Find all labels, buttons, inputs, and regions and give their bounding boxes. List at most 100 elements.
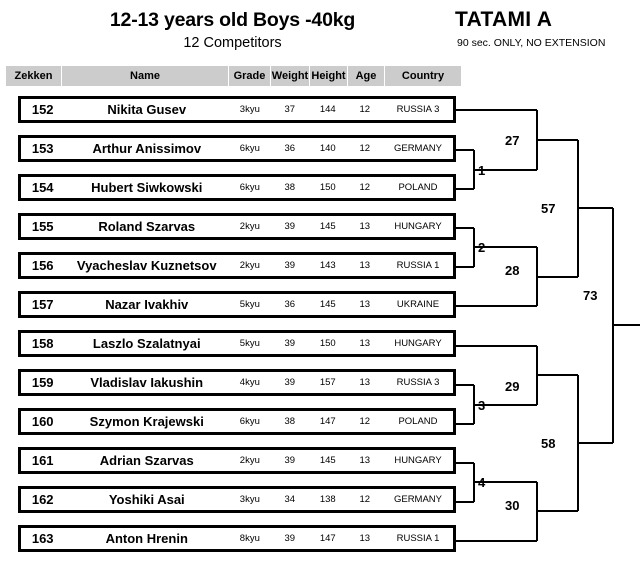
age-cell: 13 [359, 221, 371, 232]
zekken-cell: 154 [31, 180, 54, 195]
column-header-grade: Grade [229, 66, 271, 86]
weight-cell: 39 [284, 455, 296, 466]
grade-cell: 4kyu [239, 377, 260, 388]
age-cell: 12 [359, 494, 371, 505]
age-cell: 13 [359, 338, 371, 349]
weight-cell: 39 [284, 338, 296, 349]
grade-cell: 6kyu [239, 182, 260, 193]
grade-cell: 5kyu [239, 299, 260, 310]
column-header-country: Country [401, 70, 445, 82]
age-cell: 13 [359, 260, 371, 271]
bracket-match-1-label: 1 [478, 163, 486, 178]
column-header-weight: Weight [271, 66, 310, 86]
zekken-cell: 152 [31, 102, 54, 117]
age-cell: 12 [359, 182, 371, 193]
weight-cell: 37 [284, 104, 296, 115]
weight-cell: 34 [284, 494, 296, 505]
grade-cell: 6kyu [239, 143, 260, 154]
grade-cell: 3kyu [239, 104, 260, 115]
bracket-match-27-label: 27 [505, 133, 520, 148]
country-cell: RUSSIA 1 [396, 260, 440, 271]
table-row[interactable]: 163 Anton Hrenin 8kyu 39 147 13 RUSSIA 1 [18, 525, 456, 552]
zekken-cell: 153 [31, 141, 54, 156]
page-header: 12-13 years old Boys -40kg 12 Competitor… [0, 0, 640, 60]
height-cell: 157 [319, 377, 336, 388]
name-cell: Yoshiki Asai [108, 492, 185, 507]
name-cell: Anton Hrenin [105, 531, 188, 546]
name-cell: Vyacheslav Kuznetsov [76, 258, 217, 273]
bracket-match-58-label: 58 [541, 436, 556, 451]
height-cell: 140 [319, 143, 336, 154]
age-cell: 12 [359, 143, 371, 154]
zekken-cell: 157 [31, 297, 54, 312]
height-cell: 150 [319, 182, 336, 193]
bracket-match-29-label: 29 [505, 379, 520, 394]
height-cell: 147 [319, 416, 336, 427]
bracket-match-30-label: 30 [505, 498, 520, 513]
weight-cell: 38 [284, 416, 296, 427]
height-cell: 138 [319, 494, 336, 505]
zekken-cell: 163 [31, 531, 54, 546]
name-cell: Nikita Gusev [107, 102, 187, 117]
bracket-match-57-label: 57 [541, 201, 556, 216]
country-cell: UKRAINE [396, 299, 440, 310]
weight-cell: 39 [284, 260, 296, 271]
weight-cell: 36 [284, 143, 296, 154]
height-cell: 144 [319, 104, 336, 115]
weight-cell: 39 [284, 533, 296, 544]
height-cell: 145 [319, 455, 336, 466]
tatami-label: TATAMI A [455, 8, 553, 31]
age-cell: 13 [359, 455, 371, 466]
age-cell: 12 [359, 104, 371, 115]
age-cell: 13 [359, 377, 371, 388]
height-cell: 145 [319, 221, 336, 232]
height-cell: 147 [319, 533, 336, 544]
age-cell: 13 [359, 533, 371, 544]
weight-cell: 39 [284, 221, 296, 232]
grade-cell: 2kyu [239, 455, 260, 466]
country-cell: HUNGARY [394, 221, 442, 232]
zekken-cell: 159 [31, 375, 54, 390]
name-cell: Szymon Krajewski [89, 414, 204, 429]
bracket-match-4-label: 4 [478, 475, 486, 490]
bracket-match-3-label: 3 [478, 398, 486, 413]
country-cell: GERMANY [393, 143, 443, 154]
zekken-cell: 158 [31, 336, 54, 351]
bracket-match-73-label: 73 [583, 288, 598, 303]
name-cell: Vladislav Iakushin [90, 375, 204, 390]
page-title: 12-13 years old Boys -40kg [109, 9, 356, 31]
column-header-zekken: Zekken [6, 66, 62, 86]
country-cell: HUNGARY [394, 338, 442, 349]
name-cell: Hubert Siwkowski [91, 180, 203, 195]
age-cell: 12 [359, 416, 371, 427]
bracket-match-28-label: 28 [505, 263, 520, 278]
country-cell: RUSSIA 1 [396, 533, 440, 544]
name-cell: Adrian Szarvas [99, 453, 194, 468]
grade-cell: 3kyu [239, 494, 260, 505]
country-cell: HUNGARY [394, 455, 442, 466]
roster-table-header: Zekken Name Grade Weight Height Age Coun… [6, 66, 461, 86]
grade-cell: 2kyu [239, 260, 260, 271]
name-cell: Laszlo Szalatnyai [92, 336, 201, 351]
tatami-rule-label: 90 sec. ONLY, NO EXTENSION [457, 37, 606, 49]
weight-cell: 38 [284, 182, 296, 193]
grade-cell: 8kyu [239, 533, 260, 544]
bracket-match-2-label: 2 [478, 240, 486, 255]
column-header-age: Age [348, 66, 385, 86]
grade-cell: 6kyu [239, 416, 260, 427]
age-cell: 13 [359, 299, 371, 310]
height-cell: 150 [319, 338, 336, 349]
zekken-cell: 155 [31, 219, 54, 234]
column-header-height: Height [310, 66, 348, 86]
